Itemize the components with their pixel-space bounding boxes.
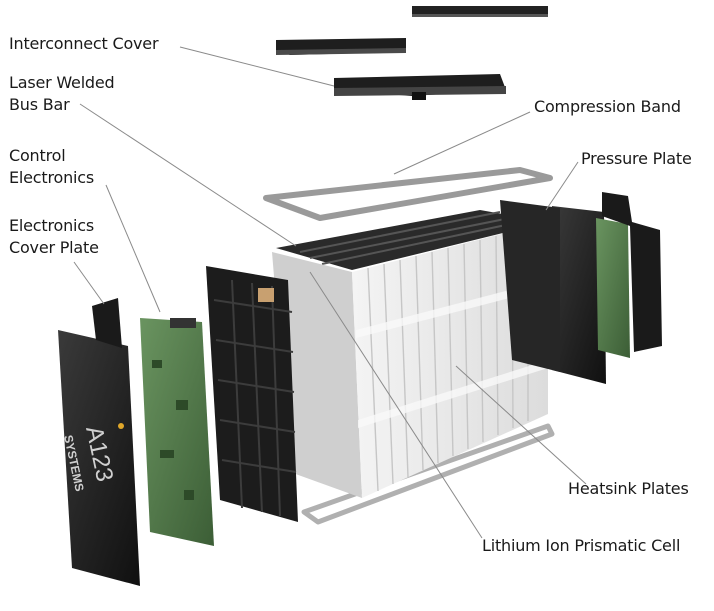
label-interconnect-cover: Interconnect Cover <box>9 34 159 53</box>
label-heatsink-plates: Heatsink Plates <box>568 479 689 498</box>
label-control-electronics-line2: Electronics <box>9 168 95 187</box>
label-electronics-cover-line1: Electronics <box>9 216 95 235</box>
label-lithium-ion-cell: Lithium Ion Prismatic Cell <box>482 536 681 555</box>
right-control-pcb <box>596 218 630 358</box>
control-electronics-frame <box>206 266 298 522</box>
label-electronics-cover-line2: Cover Plate <box>9 238 99 257</box>
logo-star-icon <box>118 423 124 429</box>
leader-cover-plate <box>73 261 105 305</box>
lithium-cell-stack <box>272 210 548 498</box>
leader-lithium-cell <box>309 271 483 539</box>
far-right-plate <box>602 192 662 352</box>
leader-interconnect-cover <box>179 46 335 87</box>
leader-lines <box>73 46 587 539</box>
interconnect-cover-lower <box>334 74 506 100</box>
label-pressure-plate: Pressure Plate <box>581 149 692 168</box>
interconnect-cover-middle <box>276 38 406 55</box>
leader-pressure-plate <box>545 161 579 211</box>
leader-compression-band <box>393 111 531 175</box>
compression-band-upper <box>263 167 553 221</box>
compression-band-lower <box>301 423 555 525</box>
interconnect-cover-top <box>412 6 548 17</box>
label-laser-bus-bar-line2: Bus Bar <box>9 95 70 114</box>
label-control-electronics-line1: Control <box>9 146 66 165</box>
label-compression-band: Compression Band <box>534 97 681 116</box>
leader-heatsink <box>455 365 587 485</box>
pressure-plate-right <box>500 200 606 384</box>
leader-control-electronics <box>105 184 161 313</box>
label-laser-bus-bar-line1: Laser Welded <box>9 73 115 92</box>
control-electronics-pcb <box>140 318 214 546</box>
leader-bus-bar <box>79 103 297 247</box>
electronics-cover-plate <box>58 298 140 586</box>
